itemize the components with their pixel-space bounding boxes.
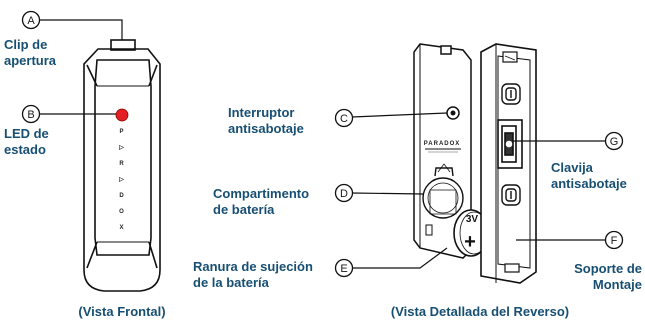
callout-line-e: [352, 247, 448, 269]
front-symbol: ▷: [118, 144, 125, 151]
status-led: [115, 108, 129, 122]
upper-screw-hole: [501, 83, 521, 105]
svg-text:D: D: [340, 188, 348, 200]
opening-clip: [110, 39, 136, 51]
marker-c: C: [334, 108, 354, 128]
caption-front-view: (Vista Frontal): [78, 304, 166, 319]
marker-e: E: [334, 258, 354, 278]
marker-b: B: [21, 104, 41, 124]
label-battery-slot-line2: de la batería: [193, 275, 269, 290]
marker-f: F: [604, 230, 624, 250]
marker-a: A: [21, 10, 41, 30]
label-opening-clip: Clip de apertura: [4, 37, 56, 69]
svg-text:G: G: [610, 136, 619, 148]
front-symbol: D: [119, 193, 124, 199]
label-status-led: LED de estado: [4, 126, 49, 158]
label-tamper-pin: Clavija antisabotaje: [551, 160, 627, 192]
callout-line-c: [351, 112, 448, 118]
svg-text:F: F: [611, 235, 618, 247]
callout-lines: [40, 19, 606, 269]
svg-text:E: E: [340, 263, 347, 275]
label-battery-slot-line1: Ranura de sujeción: [193, 259, 313, 274]
marker-d: D: [334, 183, 354, 203]
label-tamper-switch: Interruptor antisabotaje: [228, 105, 304, 137]
callout-line-a: [40, 19, 123, 40]
label-tamper-switch-line1: Interruptor: [228, 105, 295, 120]
brand-text: PARADOX: [424, 141, 461, 147]
battery-compartment: [422, 163, 464, 219]
tamper-pin: [497, 119, 523, 169]
caption-back-view: (Vista Detallada del Reverso): [390, 304, 570, 319]
label-opening-clip-line1: Clip de: [4, 37, 48, 52]
svg-text:C: C: [340, 113, 348, 125]
label-mounting-bracket-line1: Soporte de: [574, 261, 642, 276]
label-battery-compartment: Compartimento de batería: [213, 186, 309, 218]
front-symbol: P: [119, 129, 124, 135]
label-status-led-line1: LED de: [4, 126, 49, 141]
front-symbol: O: [119, 209, 125, 215]
front-symbol: X: [119, 225, 124, 231]
front-device: [83, 39, 161, 292]
label-battery-slot: Ranura de sujeción de la batería: [193, 259, 313, 291]
front-symbol: ▷: [118, 176, 125, 183]
letter-markers: A B C D E F G: [21, 10, 624, 278]
label-mounting-bracket-line2: Montaje: [592, 277, 642, 292]
front-outer-shell: [83, 48, 161, 292]
label-tamper-switch-line2: antisabotaje: [228, 121, 304, 136]
label-status-led-line2: estado: [4, 142, 46, 157]
label-opening-clip-line2: apertura: [4, 53, 57, 68]
front-symbol: R: [119, 161, 124, 167]
svg-text:A: A: [27, 15, 35, 27]
marker-g: G: [604, 131, 624, 151]
label-battery-compartment-line1: Compartimento: [213, 186, 310, 201]
battery-voltage: 3V: [466, 214, 479, 225]
label-mounting-bracket: Soporte de Montaje: [548, 261, 642, 293]
front-symbols: P ▷ R ▷ D O X: [118, 129, 125, 231]
lower-screw-hole: [501, 184, 521, 206]
callout-line-d: [351, 192, 424, 195]
battery-sign: +: [464, 231, 476, 253]
label-tamper-pin-line2: antisabotaje: [551, 176, 627, 191]
label-tamper-pin-line1: Clavija: [551, 160, 593, 175]
battery-cell: 3V +: [453, 209, 489, 257]
svg-text:B: B: [27, 109, 34, 121]
label-battery-compartment-line2: de batería: [213, 202, 275, 217]
front-inner-face: [94, 59, 152, 256]
